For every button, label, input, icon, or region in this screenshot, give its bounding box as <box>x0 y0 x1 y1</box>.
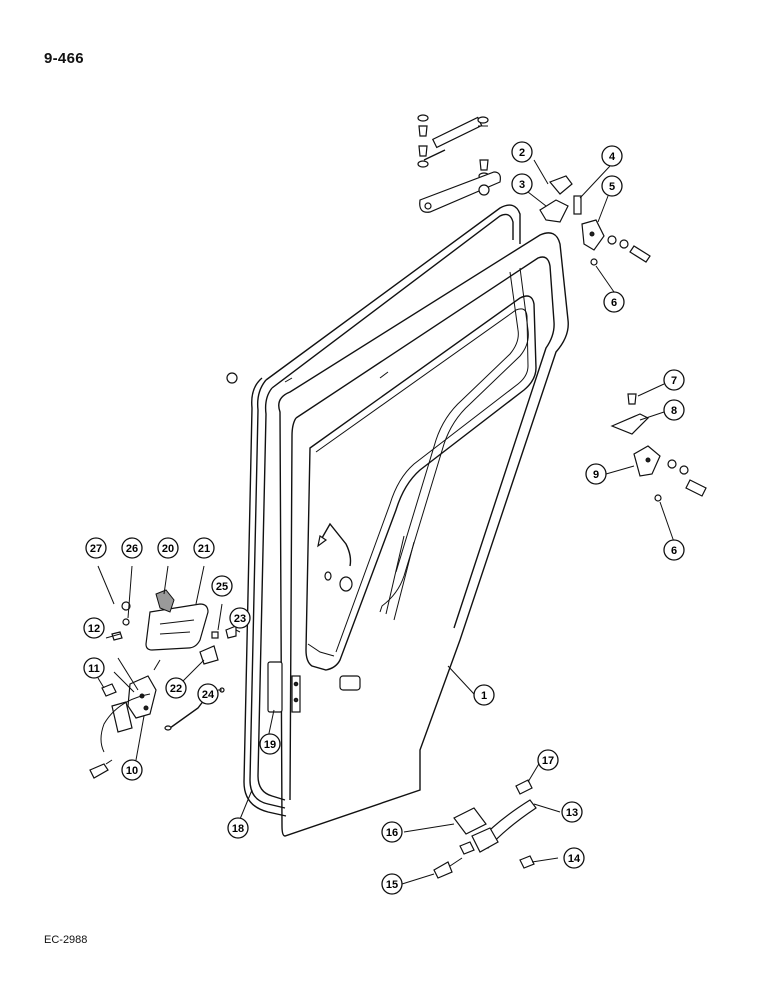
callout-circle <box>663 539 685 561</box>
callout-number: 6 <box>611 297 617 309</box>
callout-circle <box>259 733 281 755</box>
callout-circle <box>381 873 403 895</box>
callout-circle <box>563 847 585 869</box>
callout-circle <box>511 173 533 195</box>
callout-number: 24 <box>202 689 215 701</box>
callout-circle <box>83 617 105 639</box>
callout-number: 7 <box>671 375 677 387</box>
callout-circle <box>601 175 623 197</box>
callout-number: 25 <box>216 581 228 593</box>
callout-leaders <box>97 159 675 885</box>
callout-number: 4 <box>609 151 616 163</box>
callout-number: 3 <box>519 179 525 191</box>
figure-code: EC-2988 <box>44 934 88 946</box>
callout-number: 21 <box>198 543 210 555</box>
callout-circle <box>601 145 623 167</box>
callout-number: 22 <box>170 683 182 695</box>
callout-number: 26 <box>126 543 138 555</box>
door-window-glass <box>305 267 537 671</box>
callout-number: 14 <box>568 853 581 865</box>
callout-circle <box>193 537 215 559</box>
door-panel <box>278 232 569 837</box>
callout-number: 27 <box>90 543 102 555</box>
callout-number: 16 <box>386 827 398 839</box>
latch-assembly-parts <box>89 589 237 779</box>
callout-circle <box>537 749 559 771</box>
callout-circle <box>85 537 107 559</box>
callout-number: 18 <box>232 823 244 835</box>
callout-number: 8 <box>671 405 677 417</box>
door-small-fittings <box>226 371 389 691</box>
callout-circle <box>663 399 685 421</box>
callout-circle <box>663 369 685 391</box>
upper-hinge-parts <box>539 175 651 266</box>
callout-circle <box>211 575 233 597</box>
callout-circle <box>381 821 403 843</box>
callout-number: 19 <box>264 739 276 751</box>
lower-hinge-parts <box>610 393 707 502</box>
callout-circle <box>227 817 249 839</box>
outer-handle-parts <box>433 779 537 879</box>
callout-circle <box>83 657 105 679</box>
callout-circle <box>165 677 187 699</box>
callout-number: 17 <box>542 755 554 767</box>
callout-number: 15 <box>386 879 398 891</box>
callout-number: 12 <box>88 623 100 635</box>
callout-number: 23 <box>234 613 246 625</box>
callout-number: 10 <box>126 765 138 777</box>
callout-circle <box>229 607 251 629</box>
door-grab-handle <box>317 522 352 567</box>
callout-circle <box>511 141 533 163</box>
callout-circle <box>603 291 625 313</box>
callout-number: 9 <box>593 469 599 481</box>
callout-circle <box>121 759 143 781</box>
page-number: 9-466 <box>44 50 84 67</box>
callout-number: 2 <box>519 147 525 159</box>
gas-strut-part <box>417 114 501 213</box>
callout-number: 1 <box>481 690 487 702</box>
callout-number: 20 <box>162 543 174 555</box>
callout-number: 6 <box>671 545 677 557</box>
callout-number: 13 <box>566 807 578 819</box>
callout-circle <box>121 537 143 559</box>
callout-number: 5 <box>609 181 615 193</box>
callout-circle <box>473 684 495 706</box>
striker-plate-part <box>267 661 301 713</box>
door-seal-outline <box>243 204 521 817</box>
callout-circle <box>157 537 179 559</box>
callout-circle <box>197 683 219 705</box>
callout-circle <box>561 801 583 823</box>
callout-number: 11 <box>88 663 100 675</box>
callout-circle <box>585 463 607 485</box>
